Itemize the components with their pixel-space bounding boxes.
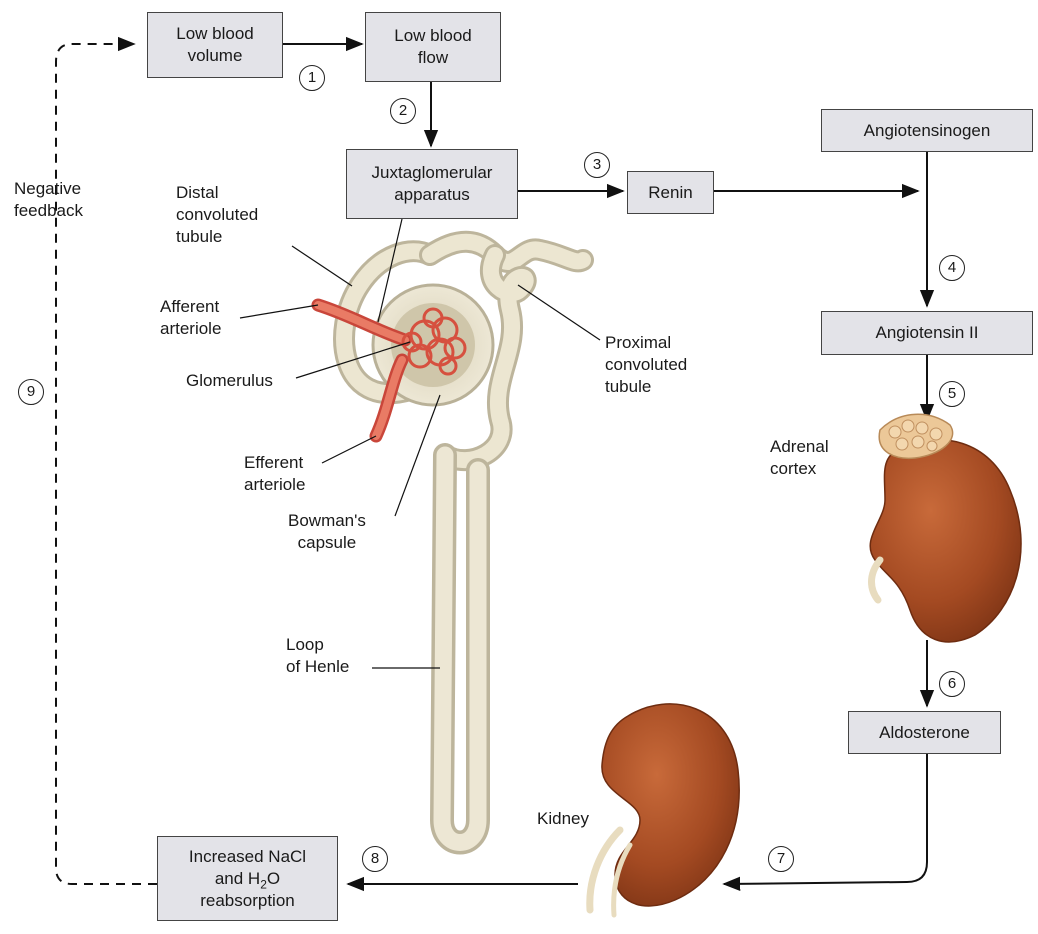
label-efferent-arteriole: Efferent arteriole [244, 452, 305, 496]
box-angiotensinogen: Angiotensinogen [821, 109, 1033, 152]
box-aldosterone: Aldosterone [848, 711, 1001, 754]
step-8: 8 [362, 846, 388, 872]
label-negative-feedback: Negative feedback [14, 178, 83, 222]
step-9: 9 [18, 379, 44, 405]
step-1: 1 [299, 65, 325, 91]
leader-afferent [240, 305, 318, 318]
step-7: 7 [768, 846, 794, 872]
box-low-blood-volume: Low blood volume [147, 12, 283, 78]
label-bowmans-capsule: Bowman's capsule [288, 510, 366, 554]
label-loop-of-henle: Loop of Henle [286, 634, 349, 678]
label-proximal-convoluted-tubule: Proximal convoluted tubule [605, 332, 687, 398]
box-juxtaglomerular-apparatus: Juxtaglomerular apparatus [346, 149, 518, 219]
label-adrenal-cortex: Adrenal cortex [770, 436, 829, 480]
kidney-illustration [590, 704, 739, 915]
leader-distal [292, 246, 352, 286]
label-distal-convoluted-tubule: Distal convoluted tubule [176, 182, 258, 248]
box-angiotensin-ii: Angiotensin II [821, 311, 1033, 355]
leader-efferent [322, 436, 376, 463]
negative-feedback-path [56, 44, 157, 884]
box-renin: Renin [627, 171, 714, 214]
label-afferent-arteriole: Afferent arteriole [160, 296, 221, 340]
step-3: 3 [584, 152, 610, 178]
label-kidney: Kidney [537, 808, 589, 830]
step-6: 6 [939, 671, 965, 697]
arrow-aldosterone-to-kidney [724, 754, 927, 884]
box-low-blood-flow: Low blood flow [365, 12, 501, 82]
step-5: 5 [939, 381, 965, 407]
leader-proximal [518, 285, 600, 340]
adrenal-kidney-illustration [870, 414, 1021, 642]
box-increased-reabsorption: Increased NaCl and H2O reabsorption [157, 836, 338, 921]
step-2: 2 [390, 98, 416, 124]
label-glomerulus: Glomerulus [186, 370, 273, 392]
step-4: 4 [939, 255, 965, 281]
